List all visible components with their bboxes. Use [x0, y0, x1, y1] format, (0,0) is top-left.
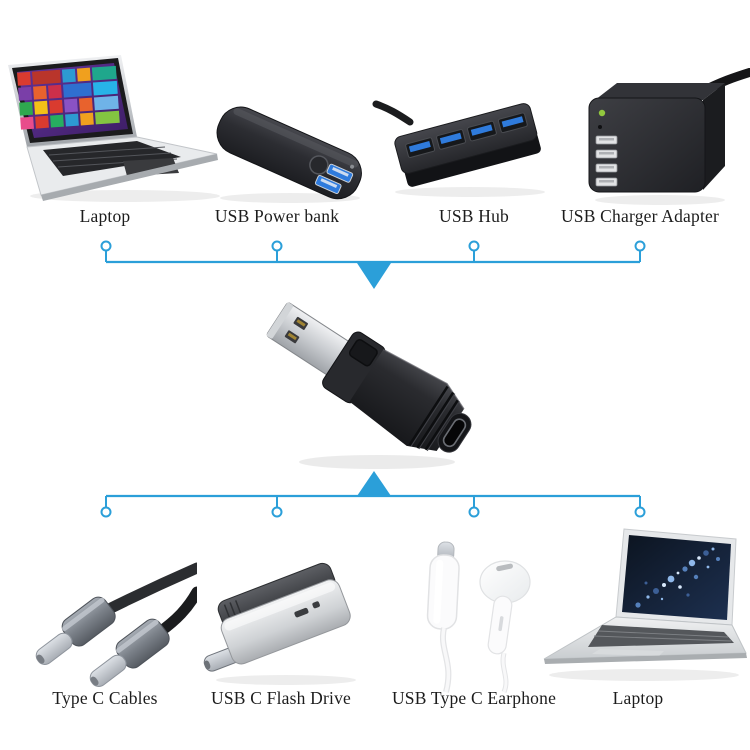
usb-type-c-earphone-image: [426, 541, 531, 693]
type-c-cables-image: [35, 562, 197, 687]
windows-laptop-image: [8, 55, 220, 202]
bottom-bracket-connector: [100, 471, 646, 518]
label-usb-c-flash-drive: USB C Flash Drive: [210, 688, 351, 708]
label-usb-type-c-earphone: USB Type C Earphone: [391, 688, 557, 708]
label-usb-power-bank: USB Power bank: [214, 206, 340, 226]
arrow-down-icon: [357, 263, 391, 289]
usb-hub-image: [372, 100, 545, 197]
label-type-c-cables: Type C Cables: [52, 688, 158, 708]
screen-sparkles: [635, 547, 720, 608]
label-laptop-top: Laptop: [79, 206, 131, 226]
usb-c-flash-drive-image: [203, 562, 356, 685]
usb-power-bank-image: [216, 106, 362, 203]
label-usb-charger-adapter: USB Charger Adapter: [560, 206, 720, 226]
silver-laptop-image: [543, 528, 747, 681]
label-usb-hub: USB Hub: [439, 206, 509, 226]
label-laptop-bottom: Laptop: [612, 688, 664, 708]
top-bracket-connector: [100, 240, 646, 289]
arrow-up-icon: [357, 471, 391, 496]
usb-a-to-usb-c-adapter-image: [266, 302, 472, 469]
usb-charger-adapter-image: [588, 68, 750, 205]
